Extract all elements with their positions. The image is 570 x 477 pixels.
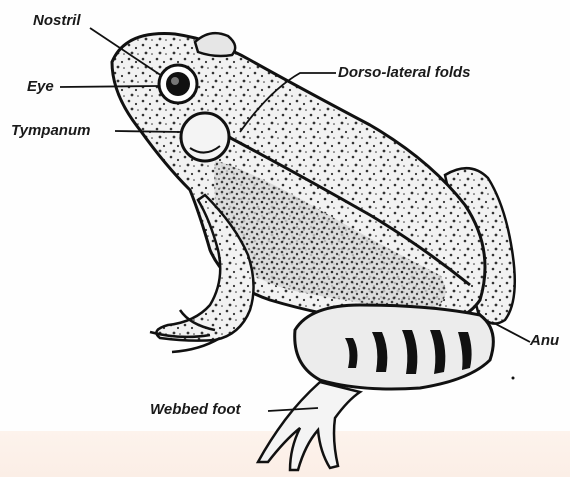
webbed-foot (258, 382, 360, 470)
label-webbed-foot: Webbed foot (150, 401, 241, 419)
label-anus: Anu (530, 332, 559, 350)
label-nostril: Nostril (33, 12, 81, 30)
label-tympanum: Tympanum (11, 122, 90, 140)
label-dorso-lateral-folds: Dorso-lateral folds (338, 64, 471, 82)
eye-bump (195, 33, 235, 56)
label-eye: Eye (27, 78, 54, 96)
tympanum (181, 113, 229, 161)
